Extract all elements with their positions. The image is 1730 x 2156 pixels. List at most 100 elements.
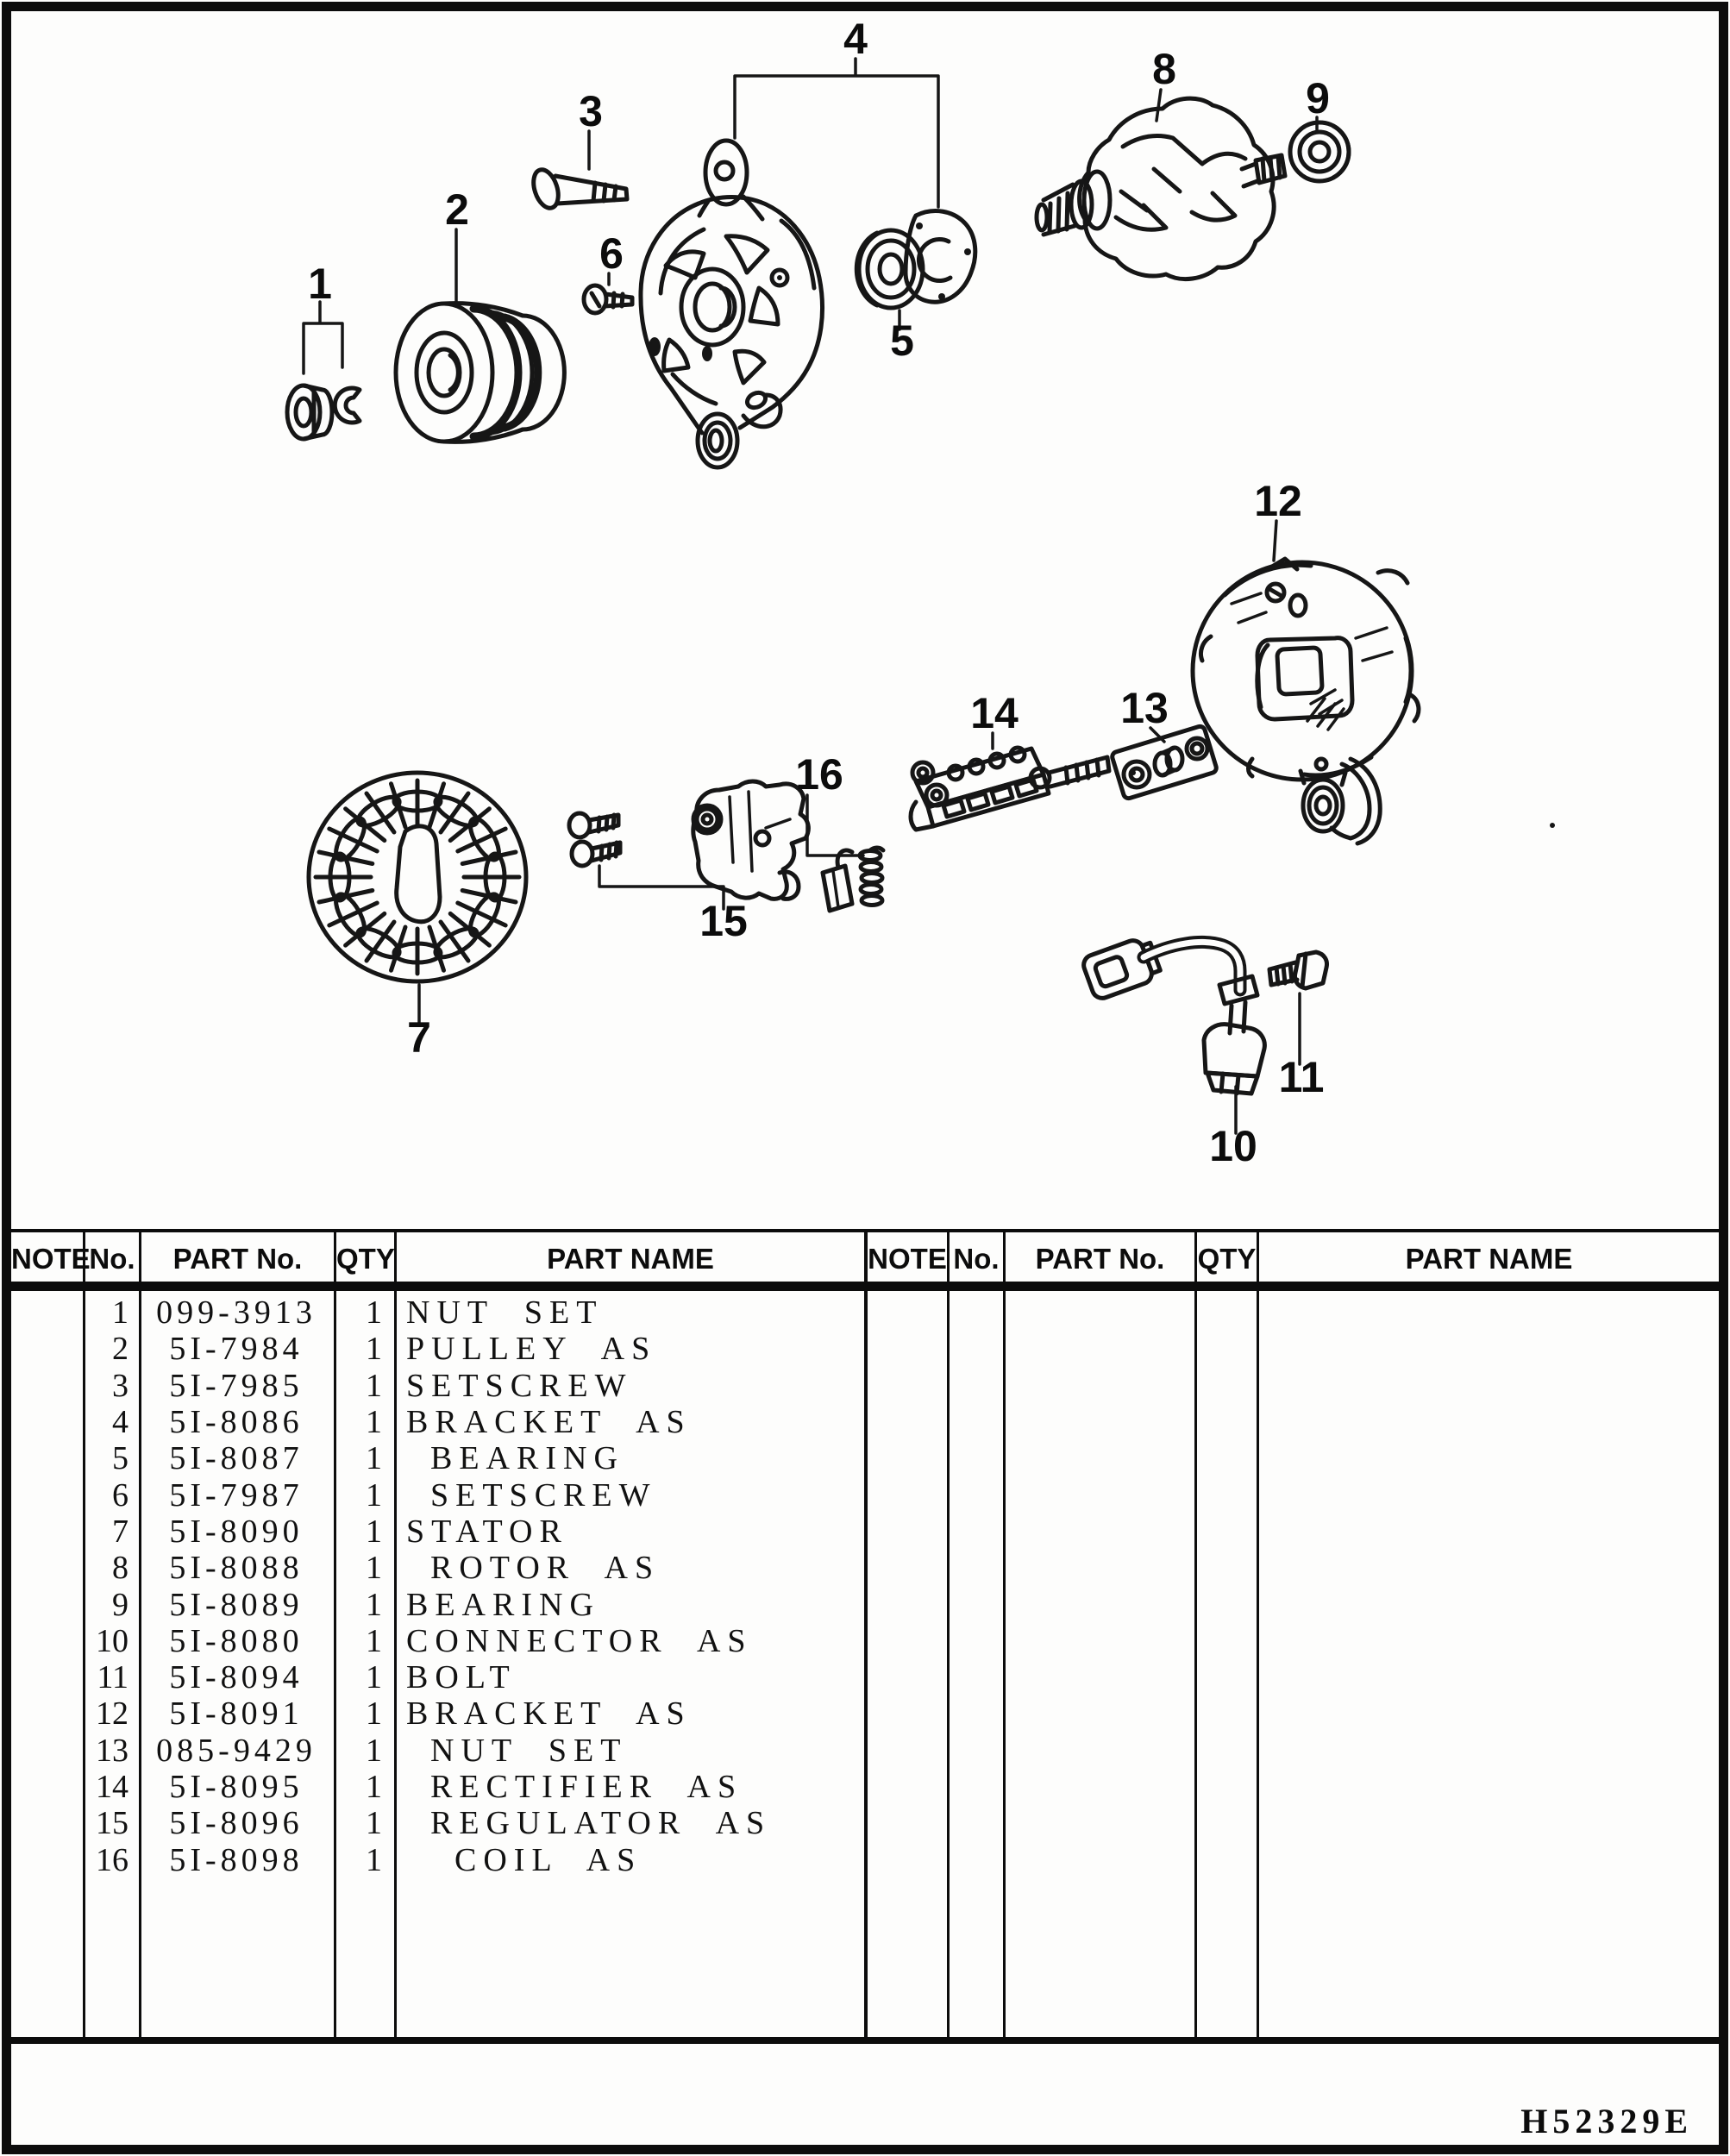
- cell-part-name: BRACKET AS: [406, 1695, 692, 1733]
- cell-part-name: SETSCREW: [406, 1367, 633, 1404]
- table-vline: [1003, 1232, 1006, 2037]
- part-9-bearing-drawing: [1288, 120, 1351, 184]
- header-qty: QTY: [336, 1243, 395, 1275]
- callout-2: 2: [445, 185, 469, 234]
- callout-13: 13: [1120, 684, 1169, 732]
- cell-part-no: 5I-8089: [169, 1586, 304, 1623]
- cell-part-name: BEARING: [406, 1586, 600, 1623]
- cell-part-name: SETSCREW: [430, 1476, 657, 1514]
- cell-no: 14: [96, 1769, 128, 1805]
- cell-part-name: ROTOR AS: [430, 1550, 661, 1587]
- cell-no: 2: [112, 1331, 128, 1368]
- cell-no: 11: [97, 1659, 128, 1696]
- callout-10: 10: [1209, 1122, 1257, 1170]
- part-6-setscrew-drawing: [581, 283, 635, 316]
- cell-part-name: NUT SET: [430, 1732, 628, 1769]
- callout-15: 15: [699, 897, 748, 945]
- cell-part-name: NUT SET: [406, 1294, 604, 1332]
- cell-part-no: 5I-8086: [169, 1404, 304, 1441]
- cell-part-no: 5I-8080: [169, 1622, 304, 1659]
- cell-part-no: 5I-8087: [169, 1440, 304, 1477]
- cell-part-no: 099-3913: [156, 1294, 317, 1332]
- cell-no: 3: [112, 1367, 128, 1404]
- table-vline: [1194, 1232, 1197, 2037]
- table-vline: [139, 1232, 141, 2037]
- part-10-connector-drawing: [1081, 935, 1267, 1096]
- table-vline: [334, 1232, 336, 2037]
- cell-qty: 1: [366, 1294, 382, 1332]
- cell-no: 13: [96, 1732, 128, 1769]
- cell-no: 1: [112, 1294, 128, 1332]
- cell-part-no: 5I-8090: [169, 1513, 304, 1550]
- cell-part-no: 5I-8096: [169, 1805, 304, 1842]
- table-row: 1 099-3913 1 NUT SET: [11, 1294, 865, 1331]
- cell-part-name: CONNECTOR AS: [406, 1622, 753, 1659]
- cell-no: 6: [112, 1476, 128, 1514]
- table-vline: [394, 1232, 397, 2037]
- callout-4: 4: [843, 15, 868, 63]
- cell-no: 7: [112, 1513, 128, 1550]
- part-16-coil-drawing: [820, 845, 886, 913]
- cell-part-name: PULLEY AS: [406, 1331, 657, 1368]
- cell-no: 10: [96, 1622, 128, 1659]
- part-11-bolt-drawing: [1267, 950, 1329, 991]
- part-2-pulley-drawing: [393, 301, 567, 444]
- cell-part-no: 5I-8098: [169, 1841, 304, 1878]
- cell-part-no: 5I-7984: [169, 1331, 304, 1368]
- header-part-no: PART No.: [172, 1243, 303, 1275]
- part-15-regulator-drawing: [567, 779, 811, 901]
- part-1-nut-set-drawing: [285, 383, 362, 442]
- part-8-rotor-drawing: [1034, 96, 1288, 281]
- header-part-name: PART NAME: [547, 1243, 714, 1275]
- cell-part-name: REGULATOR AS: [430, 1805, 772, 1842]
- cell-part-no: 5I-8094: [169, 1659, 304, 1696]
- part-13-nut-set-drawing: [1110, 724, 1219, 801]
- cell-qty: 1: [366, 1404, 382, 1441]
- cell-part-name: STATOR: [406, 1513, 568, 1550]
- part-14-rectifier-drawing: [908, 745, 1112, 832]
- callout-16: 16: [795, 750, 843, 799]
- header-part-no-2: PART No.: [1035, 1243, 1165, 1275]
- header-note: NOTE: [11, 1243, 91, 1275]
- cell-part-no: 5I-8088: [169, 1550, 304, 1587]
- cell-part-name: BOLT: [406, 1659, 517, 1696]
- callout-9: 9: [1306, 74, 1330, 122]
- cell-qty: 1: [366, 1476, 382, 1514]
- stator-winding-hatch: [313, 778, 522, 976]
- callout-3: 3: [579, 87, 603, 135]
- cell-part-name: COIL AS: [454, 1841, 642, 1878]
- cell-qty: 1: [366, 1440, 382, 1477]
- cell-part-name: BRACKET AS: [406, 1404, 692, 1441]
- callout-6: 6: [599, 229, 624, 278]
- table-row: 8 5I-8088 1 ROTOR AS: [11, 1550, 865, 1586]
- cell-qty: 1: [366, 1367, 382, 1404]
- cell-part-no: 5I-8091: [169, 1695, 304, 1733]
- cell-no: 15: [96, 1805, 128, 1842]
- callout-leader-lines: [302, 57, 1319, 1135]
- callout-8: 8: [1152, 45, 1176, 93]
- cell-part-name: RECTIFIER AS: [430, 1769, 743, 1805]
- callout-12: 12: [1254, 477, 1302, 525]
- stator-winding-loops: [328, 789, 507, 965]
- cell-qty: 1: [366, 1695, 382, 1733]
- cell-no: 8: [112, 1550, 128, 1587]
- cell-part-no: 085-9429: [156, 1732, 317, 1769]
- cell-qty: 1: [366, 1550, 382, 1587]
- part-3-setscrew-drawing: [531, 167, 630, 210]
